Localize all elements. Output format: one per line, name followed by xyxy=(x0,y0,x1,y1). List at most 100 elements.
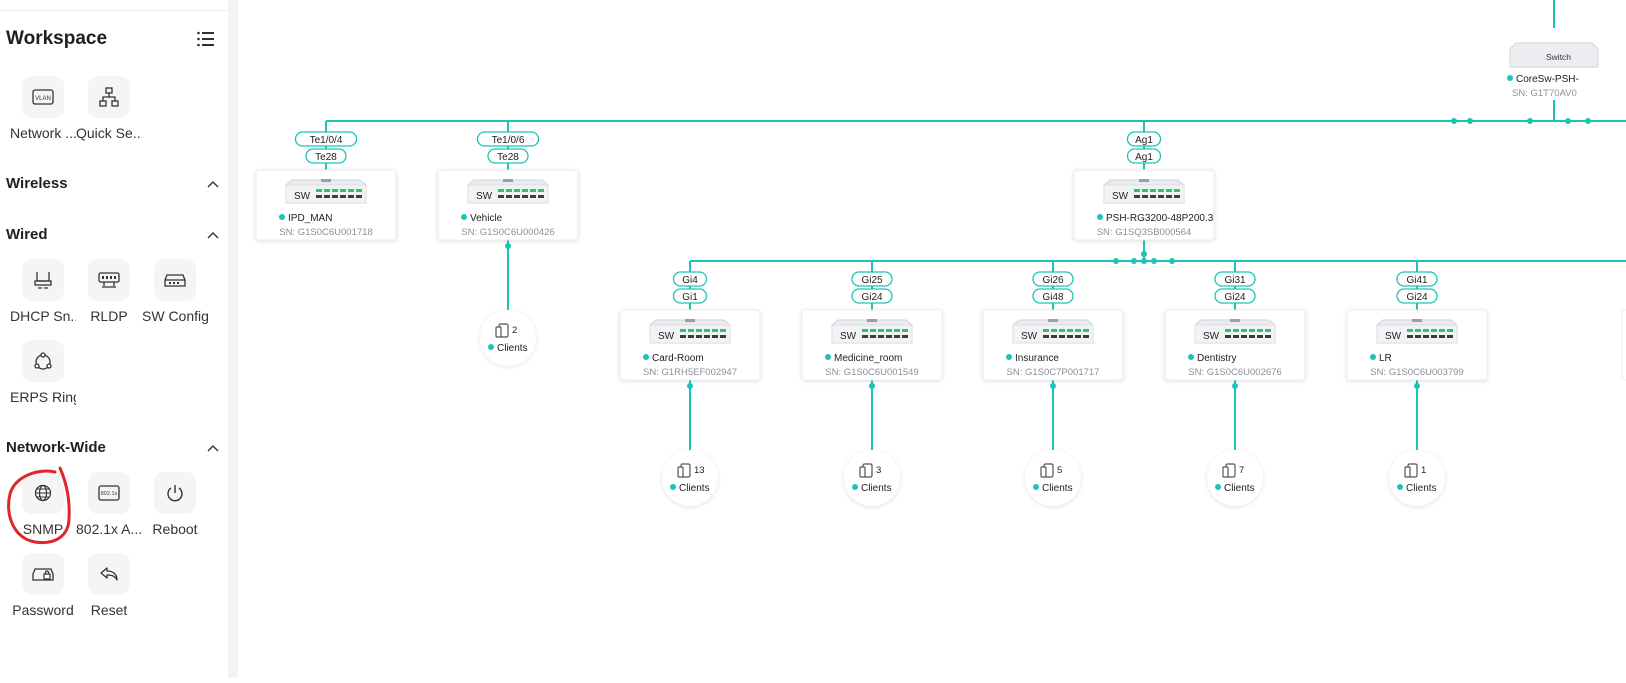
dhcp-snooping-tool[interactable]: DHCP Sn... xyxy=(10,259,76,324)
device-type-badge: SW xyxy=(840,331,857,342)
port-label: Gi24 xyxy=(1214,288,1256,304)
port-slot xyxy=(1439,335,1445,338)
snmp-tool[interactable]: SNMP xyxy=(10,472,76,537)
clients-label: Clients xyxy=(679,483,710,494)
port-slot xyxy=(1431,335,1437,338)
bus-junction-dot xyxy=(1113,258,1119,264)
device-name: PSH-RG3200-48P200.3 xyxy=(1106,213,1214,224)
port-slot xyxy=(1174,195,1180,198)
reboot-tool[interactable]: Reboot xyxy=(142,472,208,537)
port-led xyxy=(902,329,908,332)
port-led xyxy=(356,189,362,192)
port-led xyxy=(1142,189,1148,192)
section-network-wide-title[interactable]: Network-Wide xyxy=(6,439,106,456)
top-divider xyxy=(0,10,228,11)
port-text: Gi24 xyxy=(861,292,883,303)
port-led xyxy=(680,329,686,332)
port-label: Gi4 xyxy=(672,271,708,287)
port-label: Te1/0/6 xyxy=(476,131,540,147)
port-pill xyxy=(672,271,708,287)
port-led xyxy=(870,329,876,332)
erps-ring-tool[interactable]: ERPS Ring xyxy=(10,340,76,405)
device-icon xyxy=(495,326,502,338)
section-wired-title[interactable]: Wired xyxy=(6,226,48,243)
password-tool[interactable]: Password xyxy=(10,553,76,618)
port-led xyxy=(1431,329,1437,332)
port-led xyxy=(862,329,868,332)
port-led xyxy=(538,189,544,192)
port-led xyxy=(1075,329,1081,332)
port-led xyxy=(1249,329,1255,332)
port-pill xyxy=(487,148,529,164)
rldp-tool[interactable]: RLDP xyxy=(76,259,142,324)
online-status-dot xyxy=(461,214,467,220)
port-led xyxy=(688,329,694,332)
clients-count: 3 xyxy=(876,465,881,476)
list-menu-icon[interactable] xyxy=(196,30,216,48)
port-slot xyxy=(1059,335,1065,338)
clients-count: 7 xyxy=(1239,465,1244,476)
chevron-up-icon[interactable] xyxy=(207,179,219,189)
chevron-up-icon[interactable] xyxy=(207,230,219,240)
sw-config-tool[interactable]: SW Config xyxy=(142,259,208,324)
dot1x-icon: 802.1x xyxy=(88,472,130,514)
port-text: Te28 xyxy=(315,152,337,163)
switch-logo xyxy=(867,319,877,322)
clients-count: 2 xyxy=(512,325,517,336)
port-pill xyxy=(305,148,347,164)
network-vlan-tool[interactable]: VLAN Network ... xyxy=(10,76,76,141)
port-led xyxy=(1150,189,1156,192)
tool-label: SW Config xyxy=(142,308,208,324)
port-led xyxy=(886,329,892,332)
chevron-up-icon[interactable] xyxy=(207,443,219,453)
port-led xyxy=(704,329,710,332)
device-serial: SN: G1RH5EF002947 xyxy=(643,367,737,378)
port-pill xyxy=(1032,288,1074,304)
port-text: Gi1 xyxy=(682,292,698,303)
section-wireless-title[interactable]: Wireless xyxy=(6,175,68,192)
clients-count: 1 xyxy=(1421,465,1426,476)
clients-label: Clients xyxy=(1406,483,1437,494)
reset-tool[interactable]: Reset xyxy=(76,553,142,618)
clients-count: 13 xyxy=(694,465,705,476)
port-slot xyxy=(340,195,346,198)
dot1x-tool[interactable]: 802.1x 802.1x A... xyxy=(76,472,142,537)
device-serial: SN: G1S0C6U002676 xyxy=(1188,367,1281,378)
port-pill xyxy=(1214,271,1256,287)
port-led xyxy=(1225,329,1231,332)
port-led xyxy=(1415,329,1421,332)
core-type-label: Switch xyxy=(1546,52,1571,62)
bus-junction-dot xyxy=(1451,118,1457,124)
vlan-icon: VLAN xyxy=(22,76,64,118)
port-pill xyxy=(294,131,358,147)
offscreen-device-card[interactable] xyxy=(1621,309,1626,381)
switch-logo xyxy=(321,179,331,182)
port-led xyxy=(1407,329,1413,332)
port-pill xyxy=(1396,288,1438,304)
device-serial: SN: G1SQ3SB000564 xyxy=(1097,227,1192,238)
switch-logo xyxy=(1048,319,1058,322)
port-led xyxy=(1134,189,1140,192)
port-led xyxy=(348,189,354,192)
clients-status-dot xyxy=(1033,484,1039,490)
device-name: Vehicle xyxy=(470,213,503,224)
port-led xyxy=(1051,329,1057,332)
quick-setup-tool[interactable]: Quick Se... xyxy=(76,76,142,141)
